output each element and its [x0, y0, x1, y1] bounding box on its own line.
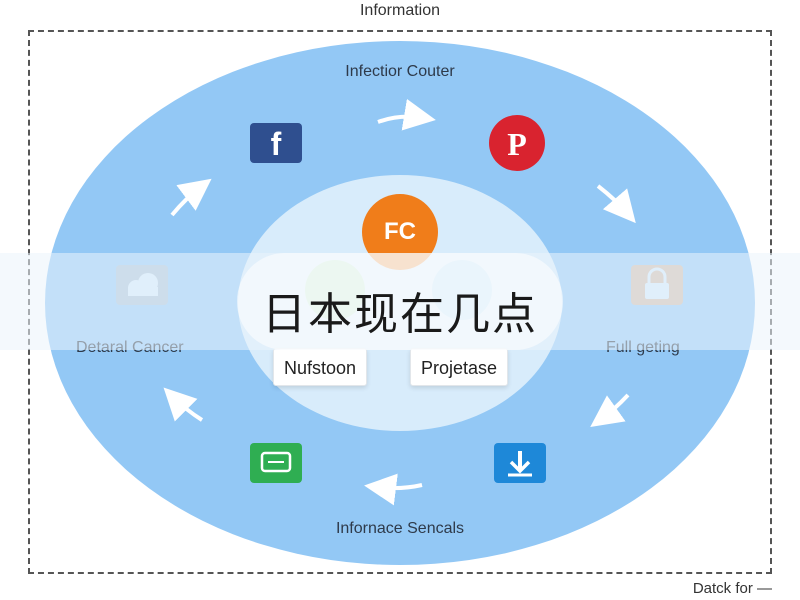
chat-icon: [250, 443, 302, 483]
svg-text:f: f: [271, 126, 282, 162]
download-icon: [494, 443, 546, 483]
bottom-ring-title: Infornace Sencals: [335, 520, 465, 537]
overlay-text: 日本现在几点: [262, 289, 538, 340]
arrow-top-left: [170, 178, 212, 217]
fc-badge: [362, 194, 438, 270]
outer-ring-title: Infectior Couter: [345, 63, 455, 80]
diagram-header-title: Information: [359, 2, 441, 19]
overlay-pill: [237, 253, 563, 350]
arrow-bottom: [364, 473, 423, 506]
footer-label: Datck for —: [692, 580, 772, 597]
arrow-top-right: [596, 184, 636, 224]
svg-text:P: P: [507, 126, 527, 162]
arrow-top: [377, 98, 436, 131]
arrow-left-lower: [163, 387, 204, 422]
arrow-right-lower: [590, 393, 630, 427]
fc-badge-label: FC: [384, 218, 416, 245]
nufstoon-box: Nufstoon: [273, 348, 368, 386]
pinterest-icon: P: [489, 115, 545, 171]
facebook-icon: f: [250, 123, 302, 163]
projetase-box: Projetase: [410, 348, 509, 386]
